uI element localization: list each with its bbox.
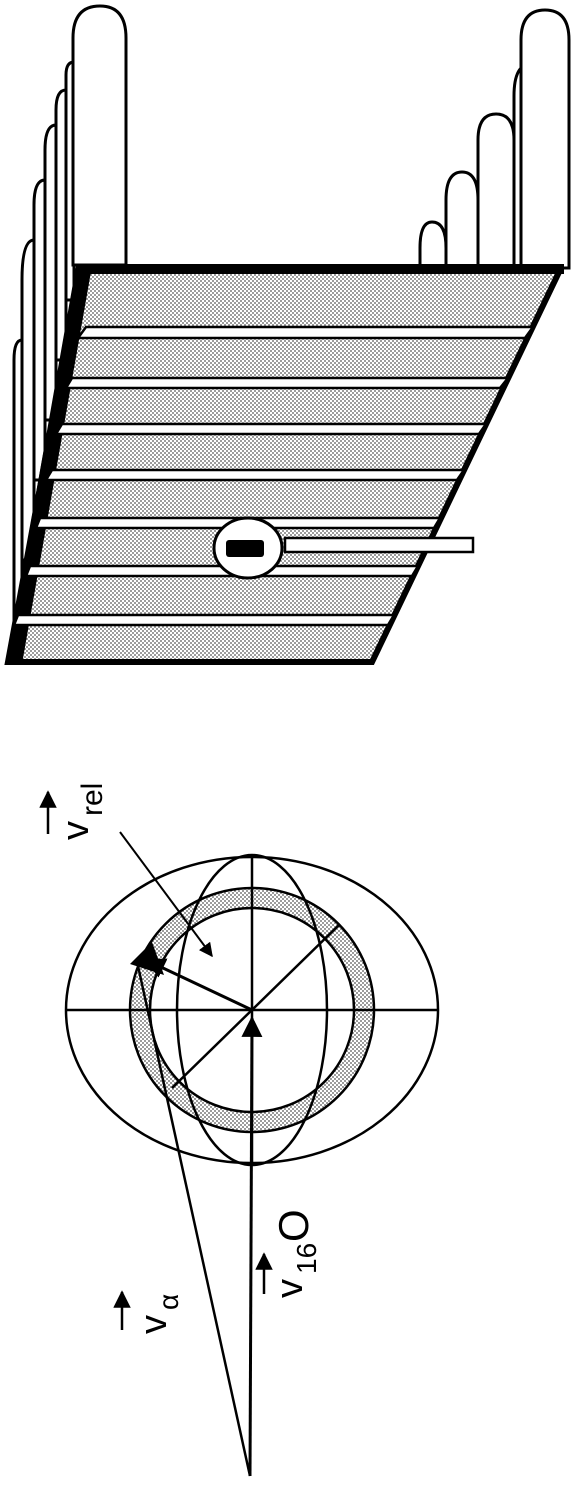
v-alpha-subscript: α — [153, 1294, 184, 1310]
right-tube-1 — [418, 220, 448, 270]
label-v-rel: v rel — [39, 783, 109, 840]
v-16o-subscript: 16 — [291, 1243, 322, 1274]
target-rod — [283, 536, 475, 554]
target-holder — [212, 516, 475, 580]
v-alpha-symbol: v — [133, 1315, 175, 1334]
left-tube-row — [12, 60, 76, 630]
target-foil — [226, 540, 264, 557]
v-rel-vector — [144, 958, 253, 1012]
v-16o-vector — [241, 1015, 263, 1477]
left-tube-2 — [20, 238, 36, 562]
strip-gap-4 — [43, 468, 467, 482]
v-16o-symbol: v — [269, 1279, 311, 1298]
right-tube-2 — [444, 170, 480, 270]
v-rel-pointer — [119, 831, 213, 958]
strip-gap-1 — [75, 325, 536, 340]
detector-frame-top — [78, 264, 564, 274]
right-tube-3 — [476, 112, 516, 270]
diagonal-line — [171, 923, 341, 1089]
strip-gap-6 — [24, 564, 421, 578]
left-tube-4 — [43, 123, 58, 422]
label-v-16o: v 16 O — [255, 1209, 322, 1298]
strip-gap-7 — [12, 613, 397, 627]
v-alpha-vector — [136, 965, 252, 1477]
v-alpha-arrowhead — [130, 942, 164, 975]
v-rel-symbol: v — [55, 821, 97, 840]
right-tube-row — [418, 8, 571, 270]
left-long-tube — [71, 4, 128, 267]
left-tube-3 — [32, 178, 47, 482]
right-tube-5 — [519, 8, 571, 270]
detector-frame-left — [6, 266, 92, 664]
v-rel-subscript: rel — [76, 783, 109, 816]
detector-strips — [12, 325, 536, 627]
strip-gap-3 — [53, 422, 489, 436]
v-16o-tail: O — [270, 1209, 317, 1242]
velocity-diagram — [64, 831, 440, 1477]
label-v-alpha: v α — [113, 1290, 184, 1334]
strip-gap-2 — [63, 376, 511, 390]
